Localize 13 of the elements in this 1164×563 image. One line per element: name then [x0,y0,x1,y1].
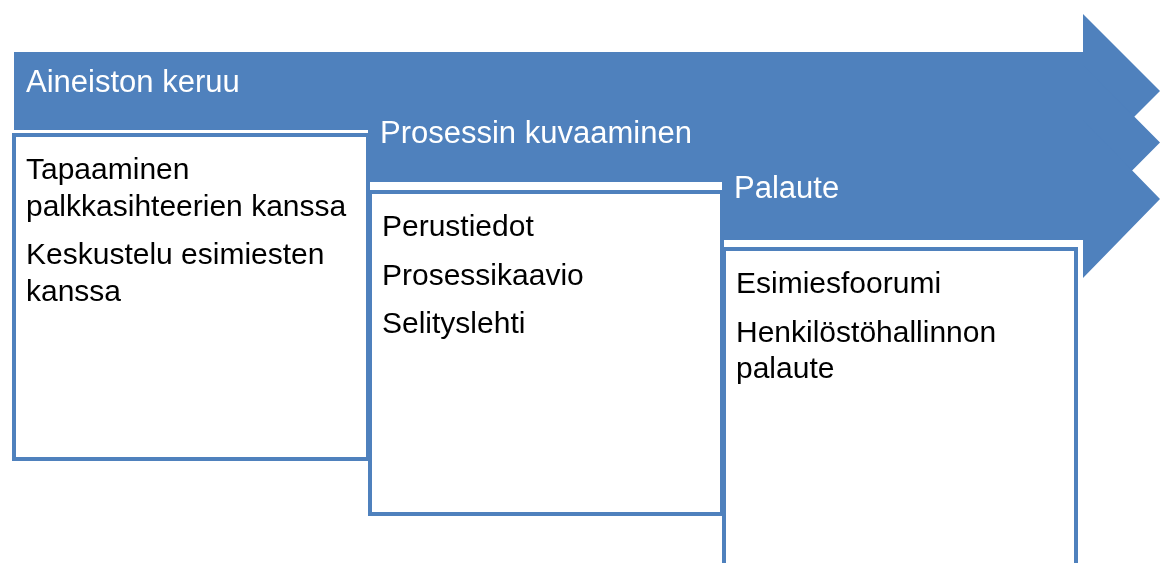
content-box [12,133,370,461]
list-item: Esimiesfoorumi [736,265,943,301]
stage-heading: Prosessin kuvaaminen [380,115,692,151]
list-item: Tapaaminen palkkasihteerien kanssa [26,151,348,224]
list-item: Perustiedot [382,208,535,244]
list-item: Keskustelu esimiesten kanssa [26,236,326,309]
stage-heading: Aineiston keruu [26,64,240,100]
content-box [368,190,724,516]
stage-heading: Palaute [734,170,840,206]
list-item: Selityslehti [382,305,527,342]
list-item: Henkilöstöhallinnon palaute [736,313,998,387]
content-box [722,247,1078,563]
list-item: Prosessikaavio [382,256,585,293]
